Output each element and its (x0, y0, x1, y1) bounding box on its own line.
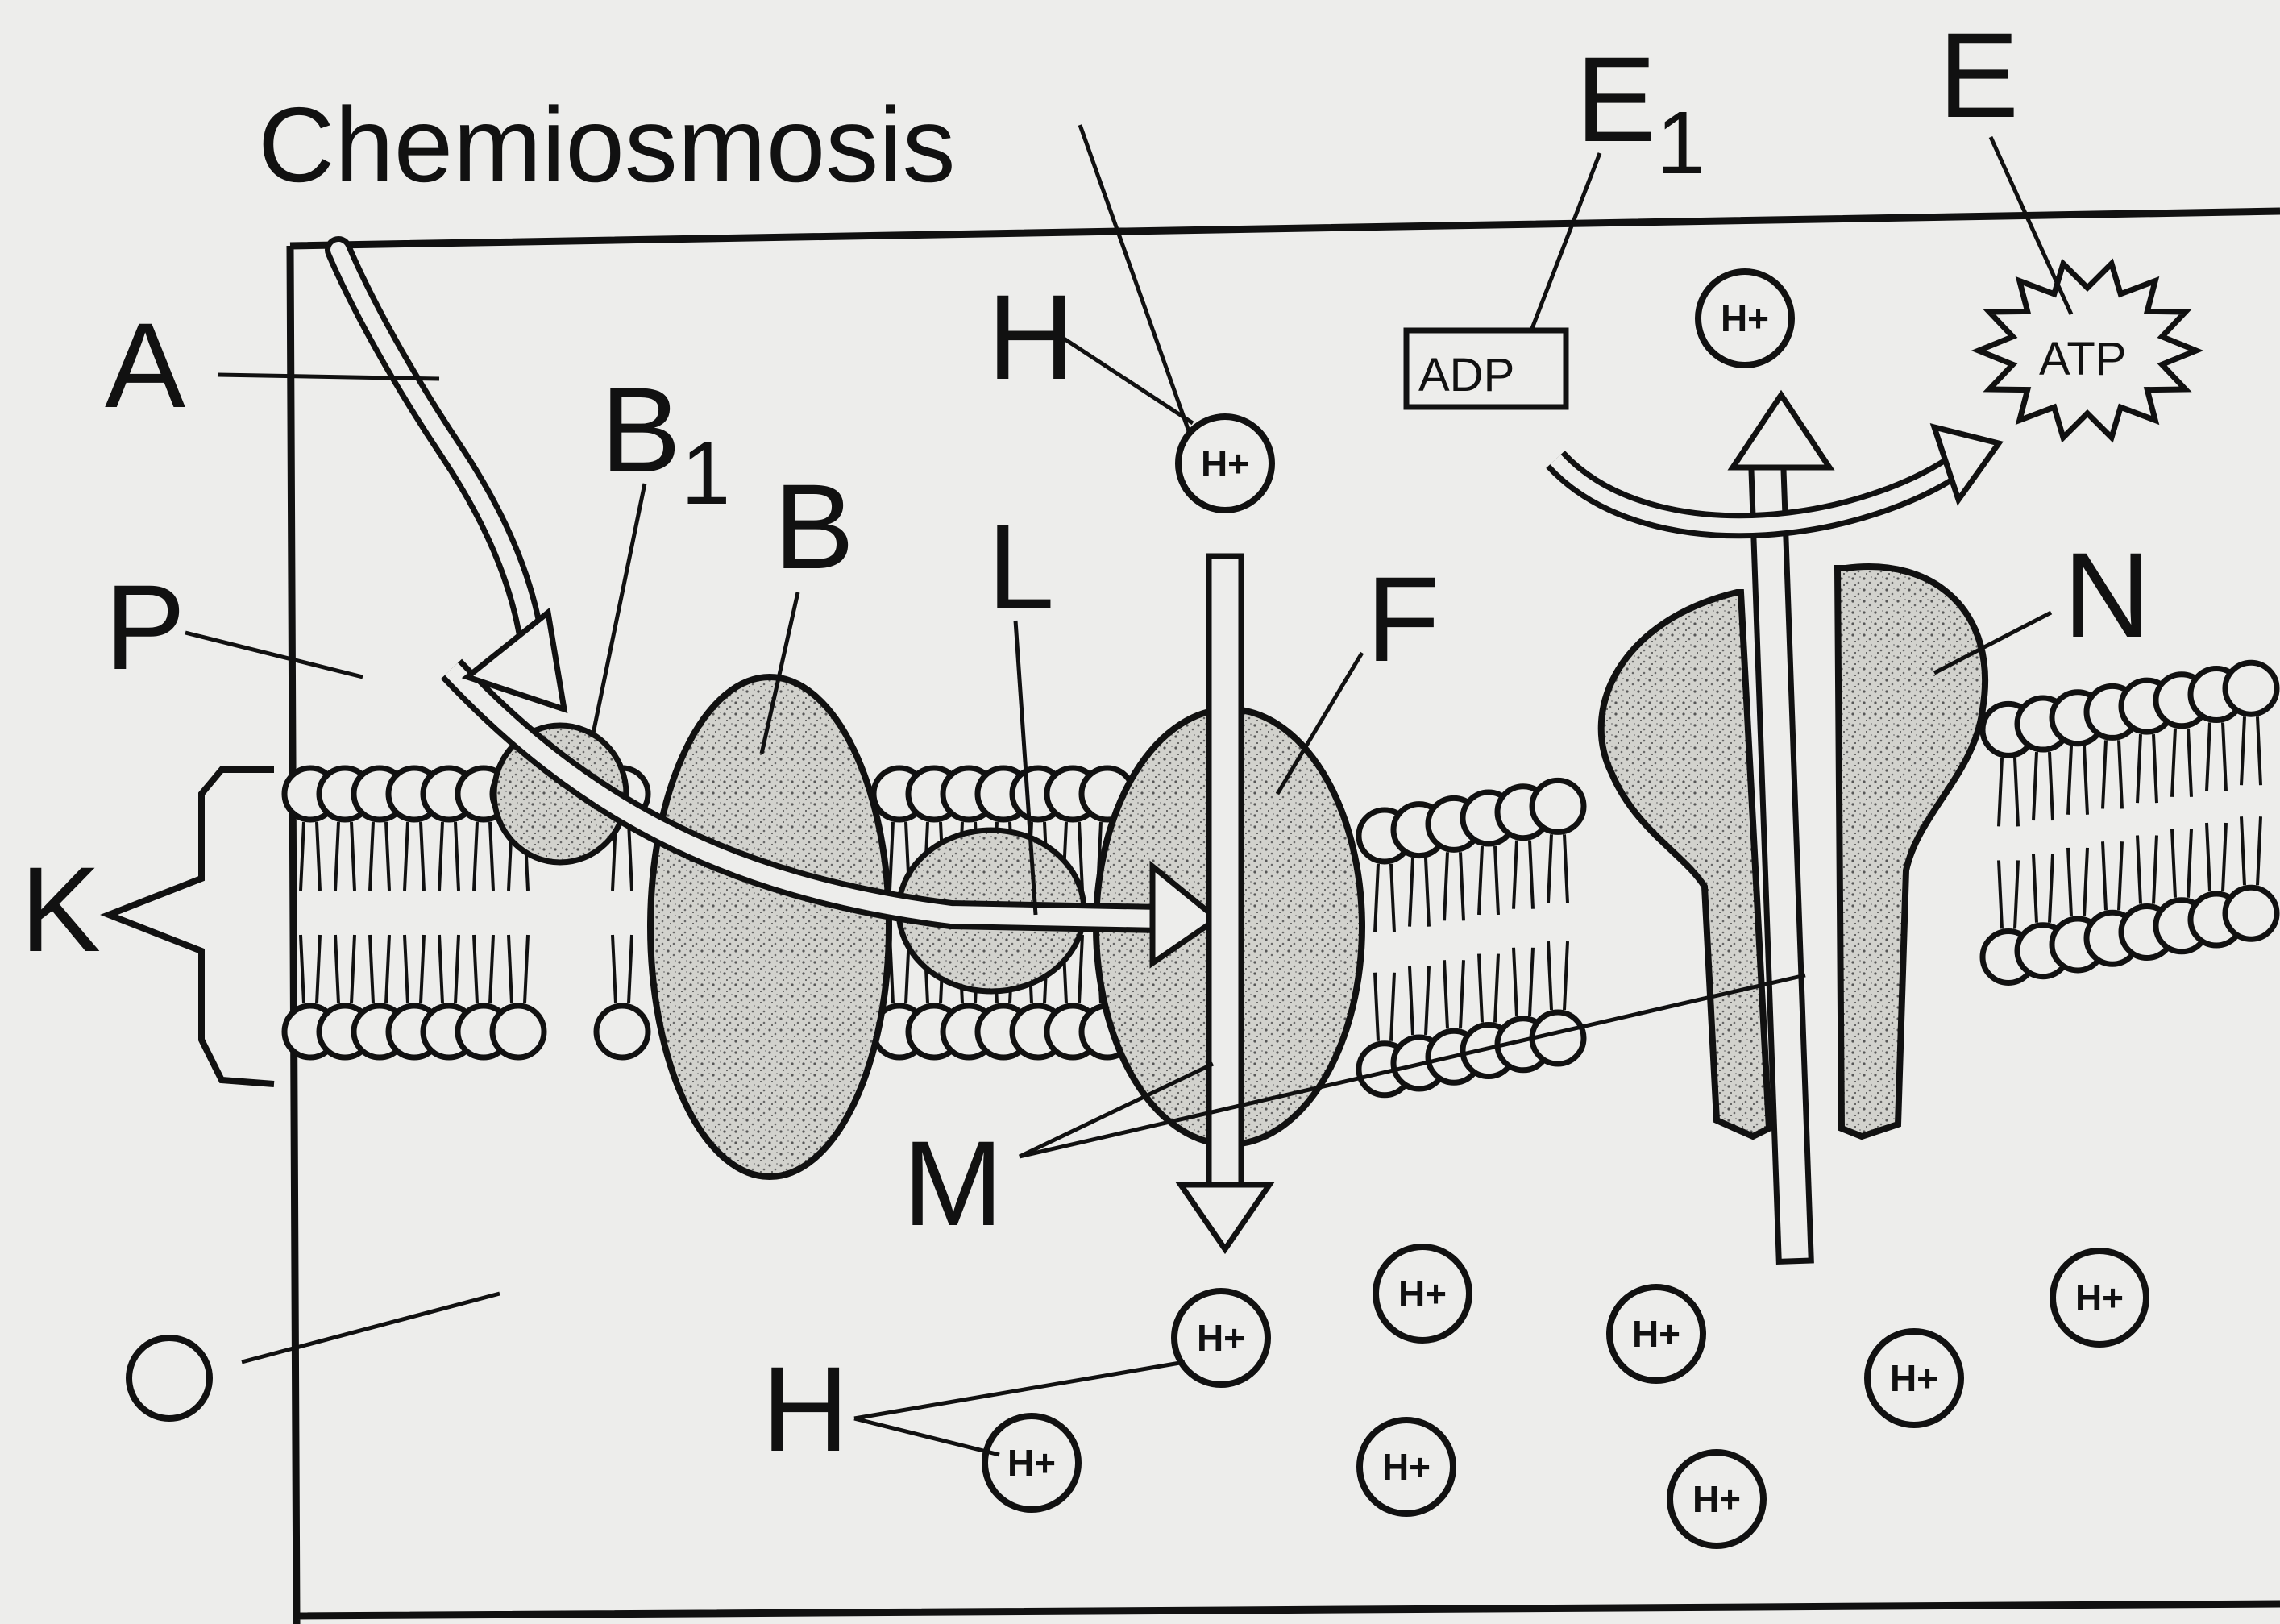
proton: H+ (1360, 1420, 1453, 1514)
label-p: P (105, 559, 185, 695)
atp-molecule: ATP (1979, 264, 2196, 438)
lipid-tail (2172, 729, 2191, 898)
lipid-tail (2068, 746, 2087, 916)
lipid-tail (1375, 864, 1394, 1041)
lipid-tail (2207, 723, 2226, 892)
label-b: B (774, 459, 854, 594)
proton-label: H+ (1692, 1478, 1741, 1520)
atp-label: ATP (2039, 333, 2127, 385)
label-a: A (105, 297, 185, 433)
lipid-tail (613, 822, 632, 1003)
diagram-title: Chemiosmosis (258, 85, 956, 204)
lipid-tail (439, 822, 459, 1003)
lipid-tail (2033, 752, 2053, 923)
atp-synthase-right (1838, 567, 1985, 1136)
proton-label: H+ (2075, 1277, 2124, 1319)
o-circle (129, 1338, 210, 1418)
adp-molecule: ADP (1406, 330, 1566, 407)
lipid-tail (1444, 852, 1464, 1028)
lipid-tail (301, 822, 320, 1003)
lipid-tail (335, 822, 355, 1003)
lipid-tail (1548, 834, 1568, 1010)
label-l: L (987, 499, 1054, 634)
lipid-tail (474, 822, 493, 1003)
label-f: F (1366, 551, 1440, 687)
proton-label: H+ (1890, 1357, 1938, 1399)
lipid-tail (1410, 858, 1429, 1035)
proton: H+ (1174, 1291, 1268, 1385)
proton-label: H+ (1197, 1317, 1245, 1359)
proton: H+ (1867, 1331, 1961, 1425)
adp-label: ADP (1418, 349, 1514, 401)
label-h-bottom: H (762, 1341, 849, 1477)
proton: H+ (2053, 1251, 2146, 1344)
label-b1: B1 (600, 362, 730, 523)
label-n: N (2063, 527, 2150, 662)
lipid-tail (2137, 734, 2157, 903)
label-m: M (903, 1115, 1003, 1251)
phospholipid-head (2225, 662, 2277, 714)
phospholipid-head (2225, 887, 2277, 939)
proton-label: H+ (1721, 297, 1769, 339)
label-h-top: H (987, 269, 1074, 405)
lipid-tail (1479, 846, 1498, 1023)
label-k: K (20, 841, 101, 977)
letter-labels: A B1 B P K H L F M E1 E N H (20, 7, 2150, 1477)
proton: H+ (1609, 1287, 1703, 1381)
phospholipid-head (1532, 780, 1584, 832)
lipid-tail (370, 822, 389, 1003)
lipid-tail (1999, 758, 2018, 928)
proton-label: H+ (1007, 1442, 1056, 1484)
proton: H+ (1178, 417, 1272, 510)
proton: H+ (1698, 272, 1792, 365)
proton: H+ (1376, 1247, 1469, 1340)
proton-label: H+ (1632, 1313, 1680, 1355)
lipid-tail (2103, 740, 2122, 910)
proton-label: H+ (1201, 442, 1249, 484)
proton-label: H+ (1382, 1446, 1431, 1488)
label-e: E (1938, 7, 2019, 143)
lipid-tail (1514, 841, 1533, 1016)
proton: H+ (985, 1416, 1078, 1510)
lipid-tail (405, 822, 424, 1003)
proton-label: H+ (1398, 1273, 1447, 1315)
atp-synthase-left (1601, 592, 1769, 1136)
phospholipid-head (492, 1006, 544, 1057)
protein-b (650, 677, 889, 1177)
proton: H+ (1670, 1452, 1763, 1546)
k-bracket (109, 770, 274, 1084)
lipid-tail (2241, 716, 2261, 885)
phospholipid-head (596, 1006, 648, 1057)
